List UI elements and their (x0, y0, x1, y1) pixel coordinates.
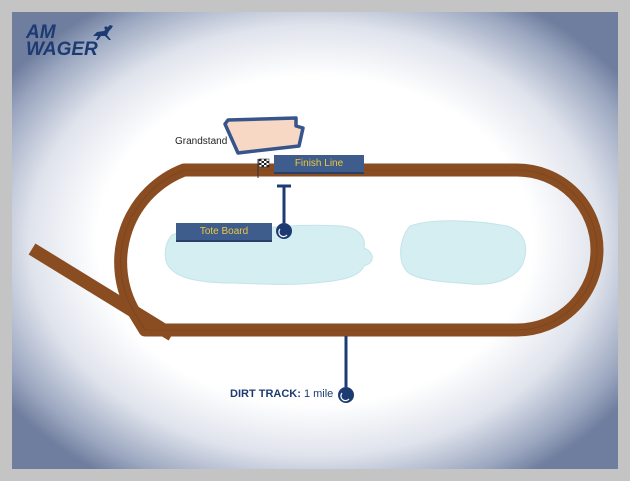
dirt-track-length: 1 mile (303, 388, 334, 400)
track-chute (28, 243, 176, 341)
tote-board-marker-pin-icon (276, 184, 292, 239)
dirt-track-oval-edge (120, 169, 598, 331)
dirt-track-marker-pin-icon (338, 336, 354, 403)
track-map-frame: AM WAGER Grandstand Finish Line Tote Boa… (12, 12, 618, 469)
logo-line1: AM (26, 22, 56, 43)
finish-line-plate: Finish Line (274, 155, 364, 174)
track-map (28, 116, 604, 403)
infield-pond-right (400, 220, 527, 285)
dirt-track-name: DIRT TRACK: (230, 388, 301, 400)
dirt-track-caption: DIRT TRACK: 1 mile (230, 388, 333, 400)
checkered-flag-icon (257, 158, 270, 178)
grandstand-label: Grandstand (175, 136, 228, 147)
amwager-logo: AM WAGER (26, 22, 98, 60)
horse-icon (93, 25, 113, 40)
grandstand-building (223, 116, 305, 155)
tote-board-plate: Tote Board (176, 223, 272, 242)
logo-line2: WAGER (26, 39, 98, 60)
